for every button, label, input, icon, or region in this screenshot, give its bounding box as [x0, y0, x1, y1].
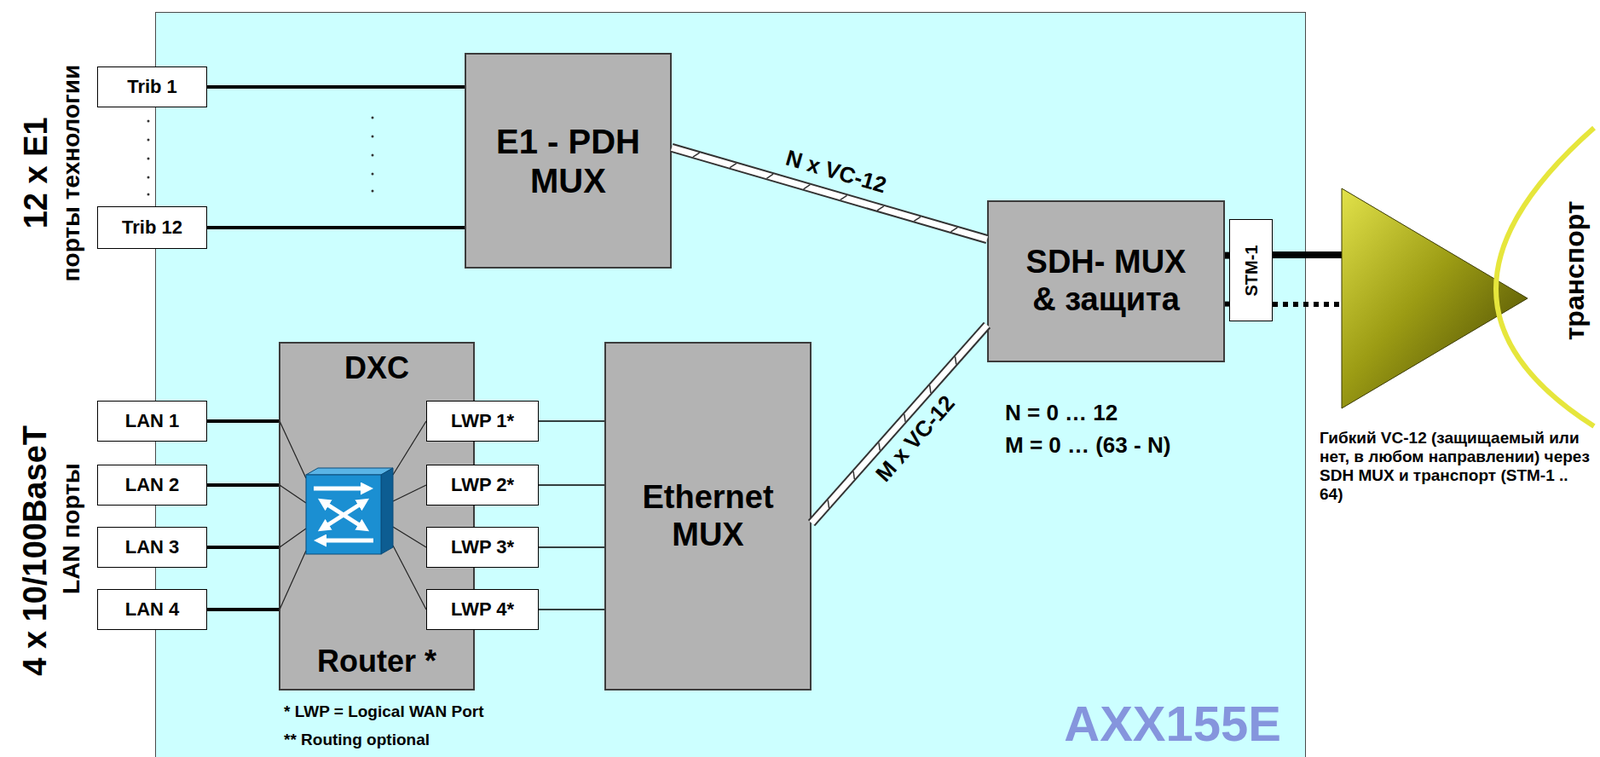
dxc-internal-wires: [279, 421, 427, 610]
connector: [207, 421, 279, 422]
side-heading: порты технологии: [57, 64, 86, 283]
line-connector: [538, 484, 605, 486]
box-label: LWP 1*: [450, 410, 515, 432]
pipe-tick: [904, 414, 906, 422]
wan-port-box: LWP 1*: [426, 400, 539, 442]
line-connector: [538, 420, 605, 422]
pipe-tick: [693, 152, 700, 157]
box-label: LAN 4: [125, 598, 180, 620]
pipe-tick: [853, 471, 855, 480]
pipe-tick: [766, 173, 774, 179]
pipe-tick: [955, 356, 957, 364]
pipe-tick: [950, 227, 958, 232]
pipe-tick: [840, 195, 848, 200]
box-label: DXC: [344, 350, 410, 386]
pipe-tick: [729, 163, 737, 168]
footnote: * LWP = Logical WAN Port: [283, 702, 485, 722]
connector: [207, 547, 279, 549]
wan-port-box: LWP 4*: [426, 589, 539, 630]
pipe-core: [671, 147, 988, 239]
connector: [671, 147, 988, 239]
connector: [538, 547, 605, 549]
connector: [207, 227, 465, 229]
connector: [538, 421, 605, 422]
pipe-outline: [671, 147, 988, 239]
line-connector: [207, 419, 279, 423]
mux-box: Ethernet MUX: [604, 341, 812, 691]
pipe-tick: [803, 184, 811, 190]
connector: [1224, 303, 1230, 305]
line-connector: [538, 546, 605, 549]
device-panel: AXX155E E1 - PDH MUX SDH- MUX & защита STM-…: [155, 11, 1306, 757]
range-note: N = 0 … 12: [1005, 400, 1118, 427]
connector: [538, 485, 605, 486]
protection-connector: [1224, 301, 1230, 307]
line-connector: [207, 85, 465, 89]
device-name: AXX155E: [1063, 698, 1282, 749]
box-label: SDH- MUX & защита: [1018, 243, 1194, 318]
side-heading: LAN порты: [57, 462, 86, 595]
mux-box: SDH- MUX & защита: [987, 200, 1225, 363]
transport-feed-lines: [1272, 254, 1344, 305]
range-note: M = 0 … (63 - N): [1005, 433, 1171, 459]
pipe-tick: [877, 206, 884, 211]
pipe-tick: [913, 216, 921, 221]
box-label: LAN 3: [125, 536, 180, 558]
pipe-tick: [878, 442, 880, 451]
line-connector: [1224, 252, 1230, 260]
port-box: LAN 1: [97, 400, 208, 442]
line-connector: [207, 225, 465, 230]
pipe-outline: [811, 324, 988, 523]
connector: [207, 485, 279, 486]
line-connector: [207, 545, 279, 549]
connector: [207, 609, 279, 611]
wan-port-box: LWP 2*: [426, 464, 539, 506]
mux-box: E1 - PDH MUX: [464, 52, 672, 269]
box-label: Ethernet MUX: [606, 479, 810, 554]
box-label: Trib 12: [121, 216, 183, 238]
switch-icon: [306, 467, 393, 555]
continuation-dots: [147, 116, 375, 197]
footnote: ** Routing optional: [283, 730, 430, 750]
box-label: LWP 3*: [450, 536, 515, 558]
box-label: LWP 4*: [450, 598, 515, 620]
box-label: Trib 1: [127, 75, 178, 98]
connector: [538, 609, 605, 611]
line-connector: [538, 608, 605, 611]
connector: [207, 86, 465, 88]
wan-port-box: LWP 3*: [426, 526, 539, 568]
side-heading: 4 x 10/100BaseT: [17, 425, 55, 676]
side-heading: транспорт: [1559, 200, 1591, 341]
line-port-box: STM-1: [1229, 219, 1273, 322]
box-label: LAN 2: [125, 473, 180, 496]
pipe-tick: [827, 500, 829, 509]
side-heading: 12 x E1: [17, 116, 55, 229]
port-box: LAN 2: [97, 464, 208, 506]
pipe-core: [811, 324, 988, 523]
box-label: STM-1: [1241, 244, 1261, 296]
port-box: LAN 3: [97, 526, 208, 568]
antenna-symbol: [1341, 127, 1595, 427]
box-label: LWP 2*: [450, 473, 515, 496]
port-box: Trib 1: [97, 66, 208, 108]
connector: [1224, 254, 1230, 256]
line-connector: [207, 607, 279, 612]
port-box: Trib 12: [97, 206, 208, 249]
box-label: LAN 1: [125, 410, 180, 432]
box-label: Router *: [317, 643, 437, 679]
box-label: E1 - PDH MUX: [466, 121, 671, 201]
port-box: LAN 4: [97, 589, 208, 630]
line-connector: [207, 483, 279, 487]
explanation-note: Гибкий VC-12 (защищаемый или нет, в любо…: [1319, 428, 1591, 503]
connector: [811, 324, 988, 523]
pipe-tick: [929, 385, 931, 393]
